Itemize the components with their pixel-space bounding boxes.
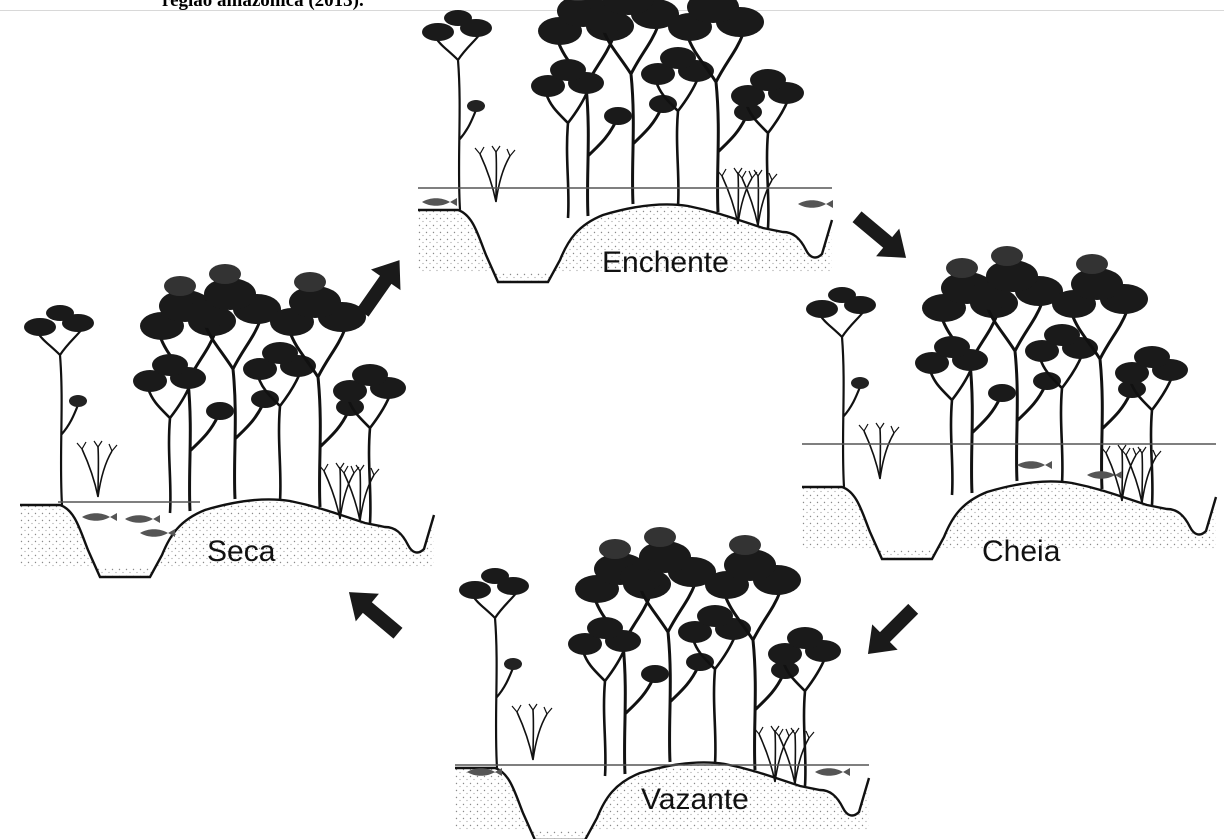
figure-caption-text: região amazônica (2013). [162,0,364,11]
phase-label-cheia: Cheia [982,535,1061,568]
cycle-arrow-icon [867,603,919,655]
phase-enchente-scene [418,0,833,282]
phase-seca-scene [20,264,434,577]
phase-label-seca: Seca [207,535,276,568]
phase-cheia-scene [802,246,1216,559]
phase-label-vazante: Vazante [641,783,749,816]
cycle-arrow-icon [357,260,401,317]
cycle-arrow-icon [348,592,403,639]
cycle-arrow-icon [852,211,907,258]
phase-vazante-scene [455,527,869,839]
phase-label-enchente: Enchente [602,246,729,279]
